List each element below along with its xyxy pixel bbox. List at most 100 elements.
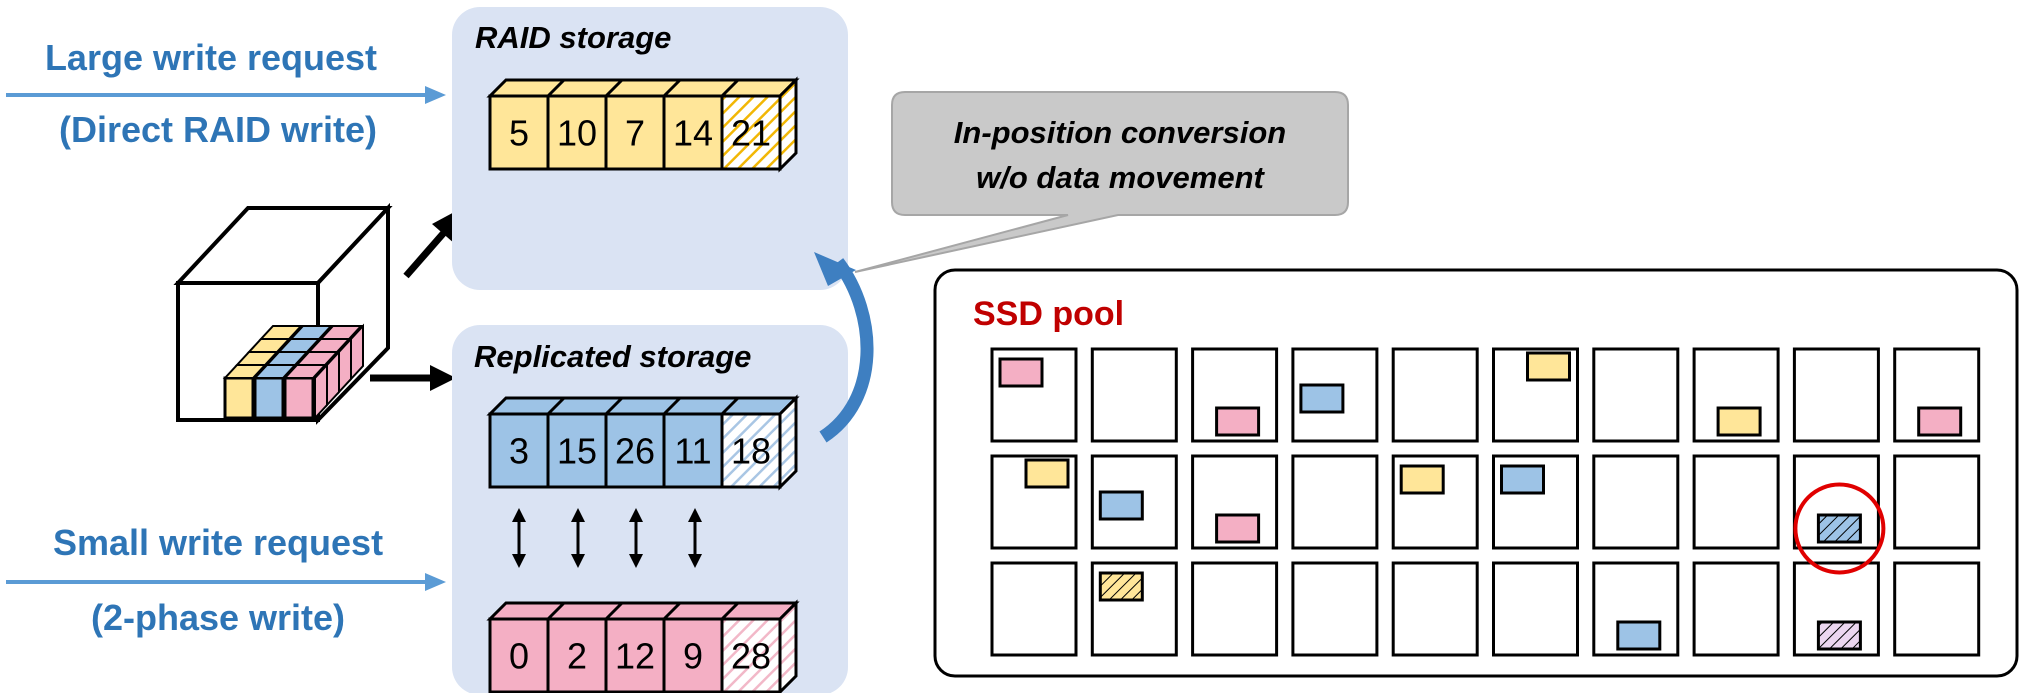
pink-side-face — [778, 599, 798, 693]
raid-top-divider — [662, 78, 682, 98]
replica-arrowhead-down — [571, 554, 585, 568]
ssd-drive — [1792, 347, 1880, 443]
pink-parity-cell — [720, 617, 782, 693]
ssd-block-blue — [1098, 490, 1144, 521]
ssd-block-pink — [1215, 406, 1261, 437]
raid-side-face — [778, 76, 798, 173]
pink-cell — [546, 617, 608, 693]
blue-top-divider — [720, 396, 740, 416]
replica-arrowhead-down — [688, 554, 702, 568]
raid-cell — [488, 94, 550, 171]
conversion-curve-arrow — [819, 258, 874, 443]
small-write-group: Small write request (2-phase write) — [6, 522, 446, 638]
ssd-drive — [1291, 561, 1379, 657]
ssd-block-yellow — [1716, 406, 1762, 437]
blue-cell-label: 26 — [615, 431, 655, 472]
ssd-block-blue-parity — [1816, 513, 1862, 544]
conversion-callout: In-position conversion w/o data movement — [854, 91, 1349, 273]
pink-top-divider — [662, 601, 682, 621]
cube-top-block — [288, 325, 334, 340]
raid-top-divider — [720, 78, 740, 98]
pink-cell-label: 12 — [615, 636, 655, 677]
storage-node-cube — [173, 202, 393, 425]
cube-front-block — [223, 376, 255, 420]
ssd-block-pink — [1215, 513, 1261, 544]
ssd-block-yellow — [1526, 351, 1571, 382]
ssd-pool-title: SSD pool — [973, 295, 1124, 333]
blue-side-face — [778, 394, 798, 491]
ssd-drive — [1191, 561, 1279, 657]
direct-raid-write-label: (Direct RAID write) — [59, 109, 377, 150]
cube-to-raid-arrowhead — [432, 210, 458, 244]
ssd-block-pink-parity — [1816, 620, 1862, 651]
replica-arrowhead-down — [512, 554, 526, 568]
blue-parity-cell — [720, 412, 782, 489]
pink-cell — [662, 617, 724, 693]
replica-arrowhead-up — [688, 508, 702, 522]
large-write-arrowhead — [425, 86, 446, 104]
pink-top-divider — [604, 601, 624, 621]
ssd-drive — [1692, 454, 1780, 550]
ssd-drive — [1391, 347, 1479, 443]
highlight-circle — [1793, 482, 1886, 575]
raid-cell-label: 5 — [509, 113, 529, 154]
raid-top-divider — [604, 78, 624, 98]
replica-arrowhead-up — [571, 508, 585, 522]
pink-cell-label: 0 — [509, 636, 529, 677]
ssd-block-yellow-parity — [1098, 571, 1144, 602]
pink-cell-label: 28 — [731, 636, 771, 677]
ssd-block-pink — [1917, 406, 1963, 437]
cube-front-block — [253, 376, 285, 420]
ssd-block-yellow — [1024, 458, 1070, 489]
replicated-storage-title: Replicated storage — [474, 339, 751, 374]
pink-top-divider — [720, 601, 740, 621]
ssd-drive — [1893, 454, 1981, 550]
blue-top-divider — [546, 396, 566, 416]
ssd-block-blue — [1616, 620, 1662, 651]
ssd-drive — [990, 561, 1078, 657]
callout-line-1: In-position conversion — [954, 115, 1286, 150]
cube-top-block — [318, 325, 364, 340]
cube-block-grid — [222, 323, 364, 421]
ssd-block-blue — [1500, 464, 1545, 495]
ssd-block-yellow — [1399, 464, 1445, 495]
blue-top-divider — [662, 396, 682, 416]
ssd-drive — [1692, 561, 1780, 657]
pink-top-face — [486, 601, 800, 621]
blue-top-divider — [604, 396, 624, 416]
ssd-drive — [1090, 347, 1178, 443]
replica-arrowhead-down — [629, 554, 643, 568]
ssd-block-pink — [998, 357, 1044, 388]
blue-cell-label: 15 — [557, 431, 597, 472]
replica-arrowhead-up — [512, 508, 526, 522]
ssd-block-blue — [1299, 383, 1345, 414]
replica-arrowhead-up — [629, 508, 643, 522]
cube-top-block — [258, 325, 304, 340]
raid-cell-label: 7 — [625, 113, 645, 154]
blue-top-face — [486, 396, 800, 416]
ssd-drive — [1893, 561, 1981, 657]
two-phase-write-label: (2-phase write) — [91, 597, 345, 638]
ssd-grid — [990, 347, 1981, 657]
raid-cell-label: 21 — [731, 113, 771, 154]
cube-to-raid-arrow — [403, 225, 451, 279]
pink-top-divider — [546, 601, 566, 621]
raid-cell — [604, 94, 666, 171]
ssd-drive — [1391, 561, 1479, 657]
raid-parity-cell — [720, 94, 782, 171]
ssd-drive — [1291, 454, 1379, 550]
cube-front-block — [283, 376, 315, 420]
ssd-drive — [1592, 454, 1680, 550]
raid-cell-label: 14 — [673, 113, 713, 154]
ssd-drive — [1492, 561, 1579, 657]
cube-to-replicated-arrowhead — [430, 365, 456, 391]
raid-top-divider — [546, 78, 566, 98]
blue-cell-label: 3 — [509, 431, 529, 472]
raid-top-face — [486, 78, 800, 98]
cube-side-block — [350, 323, 364, 382]
small-write-label: Small write request — [53, 522, 383, 563]
